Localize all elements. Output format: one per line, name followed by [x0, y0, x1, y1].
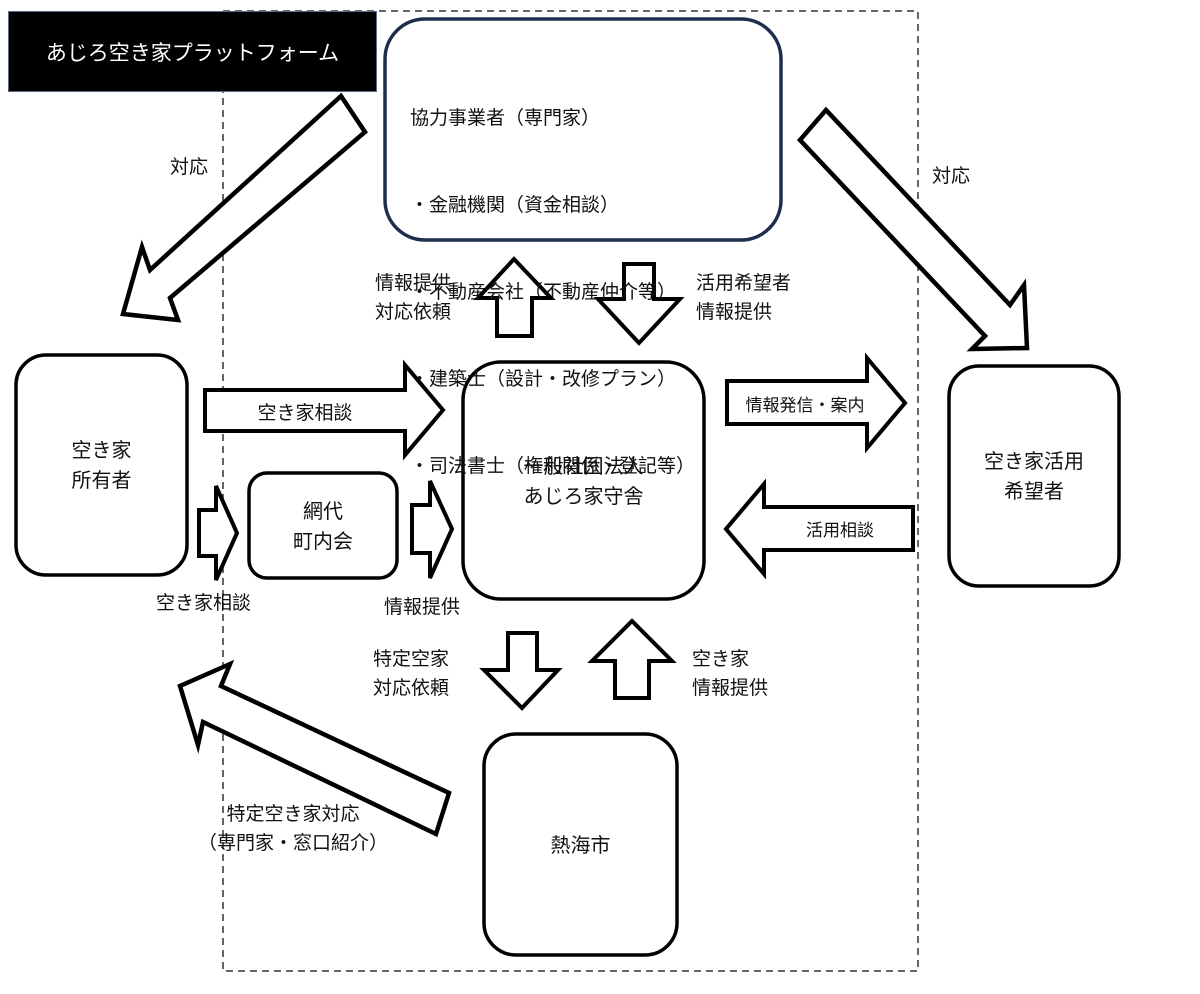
partners-heading: 協力事業者（専門家）: [410, 107, 601, 129]
arrow-city-to-center: [587, 618, 677, 700]
edge-label-neighborhood-to-center: 情報提供: [384, 596, 461, 618]
arrow-seeker-to-center: [723, 478, 915, 580]
arrow-center-to-city: [479, 631, 563, 711]
edge-label-center-to-seeker: 情報発信・案内: [745, 396, 865, 416]
arrow-neighborhood-to-center: [410, 480, 455, 579]
edge-label-seeker-to-center: 活用相談: [806, 521, 874, 541]
edge-label-owner-to-center: 空き家相談: [257, 402, 353, 424]
partners-item: ・司法書士（権利関係・登記等）: [410, 455, 696, 477]
owner-label: 空き家 所有者: [71, 438, 132, 492]
city-label: 熱海市: [550, 832, 611, 857]
arrow-owner-to-neighborhood: [197, 485, 240, 581]
edge-label-city-to-center: 空き家 情報提供: [692, 648, 769, 699]
center-box: [461, 360, 706, 601]
partners-item: ・金融機関（資金相談）: [410, 194, 620, 216]
arrow-center-to-seeker: [725, 352, 908, 454]
partners-item: ・不動産会社（不動産仲介等）: [410, 281, 677, 303]
arrow-partners-to-seeker: [796, 106, 1030, 352]
neighborhood-box: [247, 471, 399, 580]
seeker-box: [947, 364, 1121, 588]
arrow-partners-to-center: [593, 262, 685, 346]
neighborhood-label: 網代 町内会: [293, 498, 353, 553]
arrow-owner-to-center: [203, 359, 446, 461]
partners-box: [383, 17, 783, 242]
partners-item: ・建築士（設計・改修プラン）: [410, 368, 677, 390]
center-label: 一般社団法人 あじろ家守舎: [523, 453, 644, 508]
seeker-label: 空き家活用 希望者: [984, 449, 1084, 503]
edge-label-partners-to-owner: 対応: [170, 156, 209, 178]
edge-label-city-to-owner: 特定空き家対応 （専門家・窓口紹介）: [198, 803, 389, 854]
edge-label-center-to-city: 特定空家 対応依頼: [373, 648, 450, 699]
city-box: [482, 732, 679, 957]
partners-text: 協力事業者（専門家） ・金融機関（資金相談） ・不動産会社（不動産仲介等） ・建…: [410, 46, 695, 510]
edge-label-partners-to-center: 活用希望者 情報提供: [696, 272, 792, 323]
edge-label-owner-to-neighborhood: 空き家相談: [156, 592, 252, 614]
arrow-city-to-owner: [177, 659, 452, 838]
arrow-partners-to-owner: [120, 92, 368, 323]
edge-label-partners-to-seeker: 対応: [932, 165, 971, 187]
arrow-center-to-partners: [473, 256, 556, 338]
owner-box: [14, 353, 189, 577]
edge-label-center-to-partners: 情報提供 対応依頼: [375, 272, 452, 323]
platform-title: あじろ空き家プラットフォーム: [8, 11, 377, 92]
